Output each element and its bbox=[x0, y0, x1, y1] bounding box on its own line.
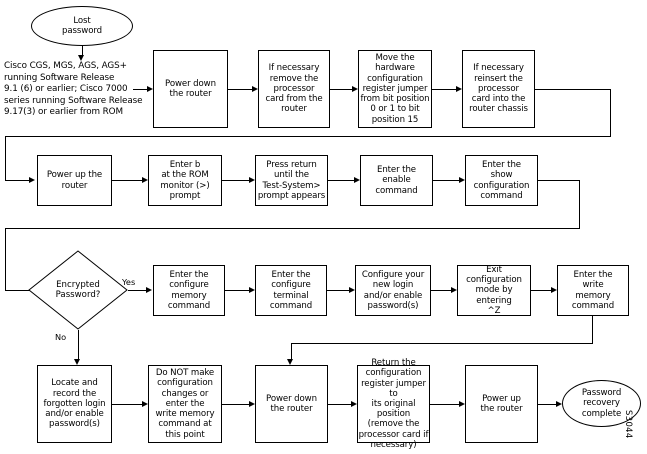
connector-r2c2-r2c3 bbox=[222, 180, 249, 181]
node-remove-processor-card: If necessary remove the processor card f… bbox=[258, 50, 330, 128]
connector-row2-wrap-left bbox=[5, 228, 6, 290]
node-enter-b-rom-monitor: Enter b at the ROM monitor (>) prompt bbox=[148, 155, 222, 206]
arrow-into-row2 bbox=[29, 176, 35, 183]
node-decision-encrypted-password: Encrypted Password? bbox=[28, 250, 128, 330]
node-write-memory-command: Enter the write memory command bbox=[557, 265, 629, 316]
arrow-r3c3-r3c4 bbox=[349, 286, 355, 293]
connector-row1-wrap-top bbox=[535, 89, 610, 90]
arrow-r2c1-r2c2 bbox=[142, 176, 148, 183]
arrow-r3c2-r3c3 bbox=[249, 286, 255, 293]
node-move-config-register-jumper: Move the hardware configuration register… bbox=[358, 50, 432, 128]
connector-r4c2-r4c3 bbox=[222, 404, 249, 405]
arrow-r2c2-r2c3 bbox=[249, 176, 255, 183]
node-start: Lost password bbox=[31, 6, 133, 46]
connector-r4c1-r4c2 bbox=[112, 404, 142, 405]
arrow-r4c5-end bbox=[556, 400, 562, 407]
arrow-r1c1-r1c2 bbox=[252, 85, 258, 92]
connector-row2-wrap-down bbox=[579, 180, 580, 228]
arrow-r2c4-r2c5 bbox=[459, 176, 465, 183]
node-do-not-make-changes: Do NOT make configuration changes or ent… bbox=[148, 365, 222, 443]
node-power-down-router-2: Power down the router bbox=[255, 365, 328, 443]
arrow-start-to-applies bbox=[78, 55, 85, 61]
arrow-r4c1-r4c2 bbox=[142, 400, 148, 407]
connector-r1c3-r1c4 bbox=[432, 89, 456, 90]
node-configure-new-passwords: Configure your new login and/or enable p… bbox=[355, 265, 431, 316]
connector-row2-wrap-bottom bbox=[5, 228, 580, 229]
connector-r3c2-r3c3 bbox=[225, 290, 249, 291]
connector-r1c1-r1c2 bbox=[228, 89, 252, 90]
arrow-applies-to-r1c1 bbox=[147, 85, 153, 92]
connector-r4c5-end bbox=[538, 404, 556, 405]
edge-label-yes: Yes bbox=[122, 277, 136, 287]
node-press-return-test-system: Press return until the Test-System> prom… bbox=[255, 155, 328, 206]
connector-decision-no bbox=[78, 330, 79, 360]
connector-applies-to-r1c1 bbox=[133, 89, 147, 90]
arrow-r3c5-r3c6 bbox=[551, 286, 557, 293]
node-applies-to: Cisco CGS, MGS, AGS, AGS+ running Softwa… bbox=[4, 61, 143, 118]
arrow-into-power-down-2 bbox=[287, 359, 294, 365]
node-enter-enable-command: Enter the enable command bbox=[360, 155, 433, 206]
arrow-r3c4-r3c5 bbox=[451, 286, 457, 293]
arrow-decision-yes bbox=[146, 286, 152, 293]
node-configure-memory-command: Enter the configure memory command bbox=[153, 265, 225, 316]
node-power-down-router-1: Power down the router bbox=[153, 50, 228, 128]
node-end-password-recovery-complete: Password recovery complete bbox=[562, 380, 641, 427]
connector-decision-yes bbox=[128, 290, 146, 291]
connector-row1-wrap-left bbox=[5, 136, 6, 180]
arrow-r4c4-r4c5 bbox=[459, 400, 465, 407]
arrow-r2c3-r2c4 bbox=[354, 176, 360, 183]
decision-label: Encrypted Password? bbox=[55, 279, 101, 300]
node-enter-show-configuration: Enter the show configuration command bbox=[465, 155, 538, 206]
arrow-decision-no bbox=[74, 359, 81, 365]
arrow-r4c3-r4c4 bbox=[351, 400, 357, 407]
edge-label-no: No bbox=[55, 332, 67, 342]
connector-start-to-applies bbox=[82, 46, 83, 56]
node-configure-terminal-command: Enter the configure terminal command bbox=[255, 265, 327, 316]
node-reinsert-processor-card: If necessary reinsert the processor card… bbox=[462, 50, 535, 128]
node-power-up-router-2: Power up the router bbox=[465, 365, 538, 443]
connector-r3c5-r3c6 bbox=[531, 290, 551, 291]
node-exit-configuration-mode: Exit configuration mode by entering ^Z bbox=[457, 265, 531, 316]
connector-row1-wrap-into-row2 bbox=[5, 180, 29, 181]
arrow-r1c3-r1c4 bbox=[456, 85, 462, 92]
connector-r4c4-r4c5 bbox=[430, 404, 459, 405]
connector-r4c3-r4c4 bbox=[328, 404, 351, 405]
connector-row1-wrap-down bbox=[610, 89, 611, 136]
figure-id-label: S3044 bbox=[624, 410, 634, 439]
connector-row2-wrap-into-row3 bbox=[5, 290, 41, 291]
connector-r2c3-r2c4 bbox=[328, 180, 354, 181]
arrow-r1c2-r1c3 bbox=[352, 85, 358, 92]
connector-row3-wrap-into-r4c3 bbox=[291, 343, 292, 360]
connector-row3-wrap-down bbox=[592, 316, 593, 343]
connector-r2c1-r2c2 bbox=[112, 180, 142, 181]
diamond-shape bbox=[28, 250, 128, 330]
connector-r3c4-r3c5 bbox=[431, 290, 451, 291]
connector-row2-wrap-top bbox=[538, 180, 579, 181]
node-locate-record-passwords: Locate and record the forgotten login an… bbox=[37, 365, 112, 443]
connector-row3-wrap-left bbox=[291, 343, 593, 344]
node-power-up-router-1: Power up the router bbox=[37, 155, 112, 206]
connector-r2c4-r2c5 bbox=[433, 180, 459, 181]
connector-r1c2-r1c3 bbox=[330, 89, 352, 90]
connector-r3c3-r3c4 bbox=[327, 290, 349, 291]
node-return-jumper-original: Return the configuration register jumper… bbox=[357, 358, 430, 450]
connector-row1-wrap-bottom bbox=[5, 136, 611, 137]
arrow-r4c2-r4c3 bbox=[249, 400, 255, 407]
